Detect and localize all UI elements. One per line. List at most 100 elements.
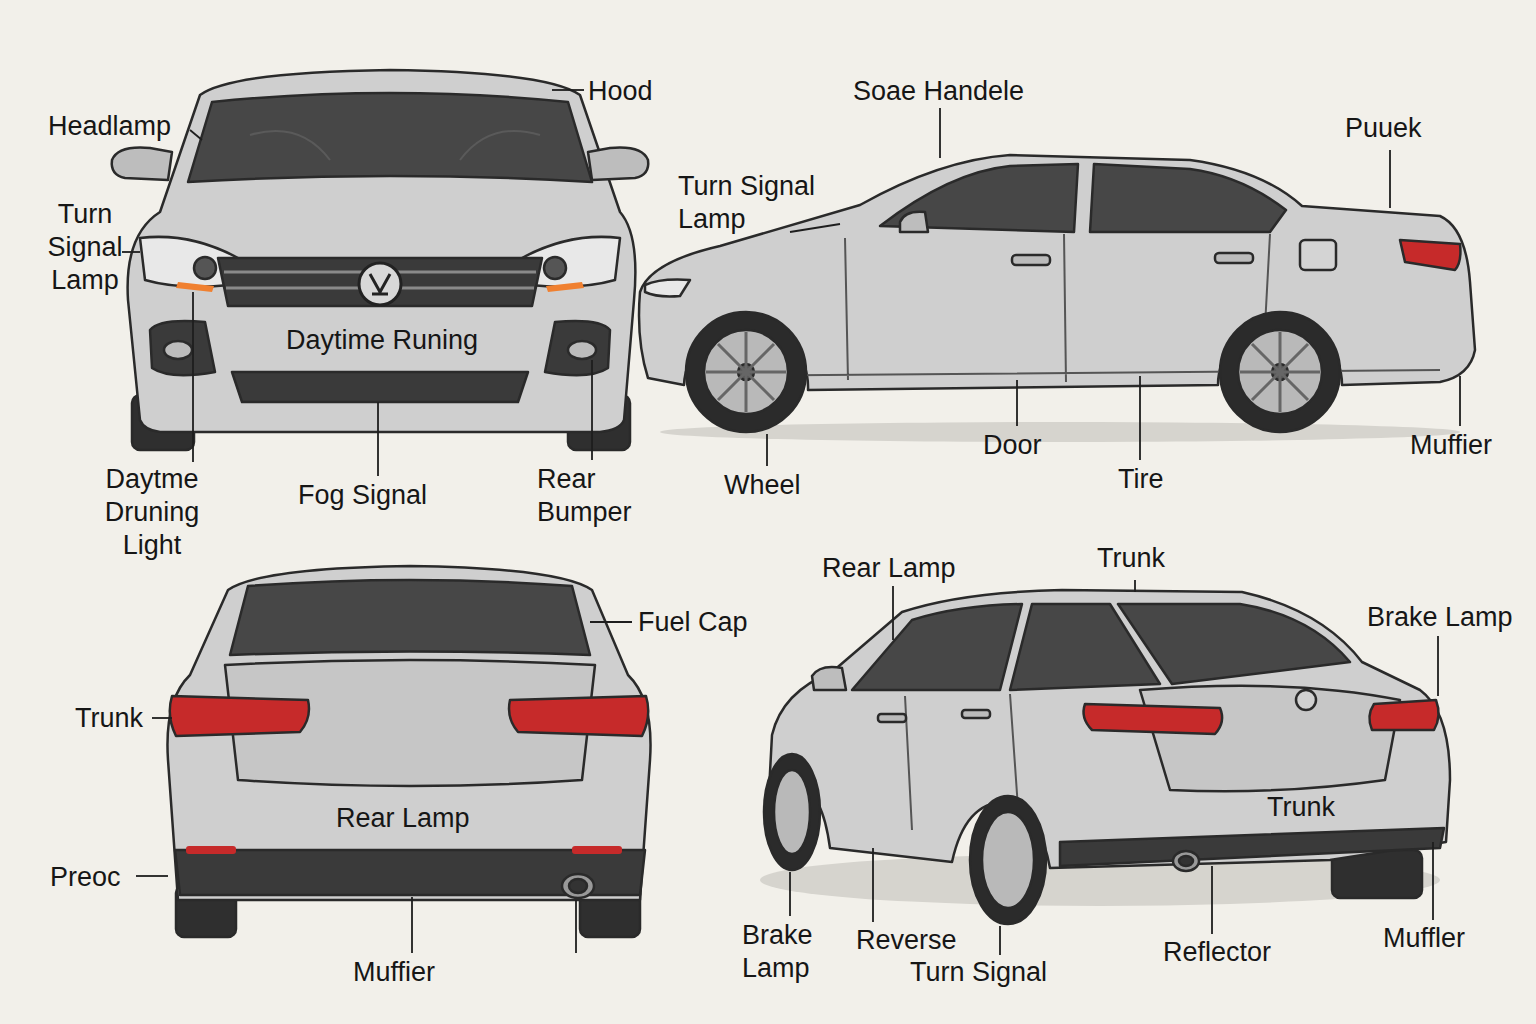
leader-lines-part: [1437, 636, 1439, 696]
leader-lines-part: [789, 872, 791, 916]
leader-lines-part: [575, 900, 577, 953]
front-view-car-part: [232, 372, 528, 402]
leader-lines-part: [1211, 866, 1213, 934]
front-view-car-part: [588, 148, 648, 181]
front-view-car-part: [545, 321, 610, 375]
front-view-car-part: [150, 321, 215, 375]
part-label: Reverse: [856, 924, 957, 957]
rear-view-car-part: [186, 846, 236, 854]
rear-quarter-view-car-part: [1296, 690, 1316, 710]
part-label: Fuel Cap: [638, 606, 748, 639]
leader-lines-part: [766, 434, 768, 466]
part-label: Brake Lamp: [742, 919, 846, 985]
leader-lines-part: [999, 926, 1001, 955]
part-label: Rear Lamp: [822, 552, 956, 585]
rear-quarter-view-car-part: [1369, 700, 1438, 730]
rear-quarter-view-car-part: [764, 754, 820, 870]
rear-view-car-part: [569, 879, 587, 893]
leader-lines: [122, 90, 1460, 955]
part-label: Turn Signal Lamp: [33, 198, 137, 297]
part-label: Preoc: [50, 861, 121, 894]
rear-view-car-part: [509, 696, 648, 736]
side-view-car-part: [706, 332, 1320, 412]
leader-lines-part: [122, 251, 140, 253]
rear-quarter-view-car-part: [878, 714, 906, 722]
leader-lines-part: [152, 717, 172, 719]
part-label: Fog Signal: [298, 479, 427, 512]
rear-quarter-view-car-part: [1118, 604, 1350, 684]
rear-quarter-view-car-part: [768, 590, 1450, 868]
rear-quarter-view-car-part: [1140, 686, 1400, 791]
leader-lines-part: [1389, 150, 1391, 208]
rear-quarter-view-car-part: [962, 710, 990, 718]
rear-view-car-part: [562, 874, 594, 898]
part-label: Headlamp: [48, 110, 171, 143]
rear-quarter-view-car: [760, 590, 1450, 924]
part-label: Door: [983, 429, 1042, 462]
part-label: Trunk: [75, 702, 143, 735]
part-label: Muffler: [1383, 922, 1465, 955]
rear-view-car-part: [572, 846, 622, 854]
side-view-car-part: [880, 164, 1078, 232]
front-view-car-part: [112, 148, 172, 181]
front-view-car-part: [546, 282, 584, 292]
part-label: Reflector: [1163, 936, 1271, 969]
leader-lines-part: [411, 897, 413, 953]
leader-lines-part: [892, 586, 894, 640]
leader-lines-part: [1459, 376, 1461, 426]
leader-lines-part: [591, 360, 593, 460]
front-view-car-part: [568, 341, 596, 359]
part-label: Puuek: [1345, 112, 1422, 145]
side-view-car-part: [1400, 240, 1460, 270]
rear-view-car-part: [167, 566, 650, 900]
front-view-car-part: [188, 93, 592, 182]
leader-lines-part: [552, 89, 584, 91]
front-view-car-part: [176, 282, 214, 292]
front-view-car-part: [544, 257, 566, 279]
side-view-car-part: [1300, 240, 1336, 270]
leader-lines-part: [377, 402, 379, 476]
leader-lines-part: [790, 224, 840, 232]
front-view-car-part: [194, 257, 216, 279]
rear-view-car-part: [170, 696, 309, 736]
front-view-car-part: [218, 258, 542, 306]
rear-quarter-view-car-part: [982, 812, 1034, 908]
rear-quarter-view-car-part: [852, 604, 1022, 690]
leader-lines-part: [939, 108, 941, 158]
part-label: Hood: [588, 75, 653, 108]
part-label: Daytime Runing: [286, 324, 478, 357]
side-view-car-part: [1012, 255, 1050, 265]
rear-quarter-view-car-part: [1173, 851, 1199, 871]
side-view-car-part: [1215, 253, 1253, 263]
part-label: Trunk: [1097, 542, 1165, 575]
rear-quarter-view-car-part: [774, 770, 810, 854]
part-label: Daytme Druning Light: [82, 463, 222, 562]
part-label: Muffier: [1410, 429, 1492, 462]
rear-quarter-view-car-part: [1179, 856, 1193, 866]
side-view-car: [639, 155, 1475, 442]
front-view-car-part: [164, 341, 192, 359]
part-label: Turn Signal Lamp: [678, 170, 850, 236]
rear-view-car-part: [175, 850, 645, 895]
leader-lines-part: [1134, 580, 1136, 592]
front-view-car-part: [370, 274, 390, 294]
rear-view-car: [167, 566, 650, 937]
leader-lines-part: [1432, 842, 1434, 920]
front-view-car-part: [250, 131, 540, 160]
leader-lines-part: [192, 292, 194, 462]
leader-lines-part: [872, 848, 874, 922]
side-view-car-part: [645, 280, 690, 297]
leader-lines-part: [1139, 376, 1141, 460]
rear-quarter-view-car-part: [1060, 828, 1444, 866]
part-label: Brake Lamp: [1367, 601, 1513, 634]
part-label: Tire: [1118, 463, 1164, 496]
side-view-car-part: [1090, 164, 1286, 232]
leader-lines-part: [590, 621, 632, 623]
side-view-car-part: [660, 422, 1460, 442]
part-label: Rear Lamp: [336, 802, 470, 835]
part-label: Turn Signal: [910, 956, 1047, 989]
front-view-car-part: [359, 263, 401, 305]
part-label: Soae Handele: [853, 75, 1024, 108]
rear-quarter-view-car-part: [970, 796, 1046, 924]
